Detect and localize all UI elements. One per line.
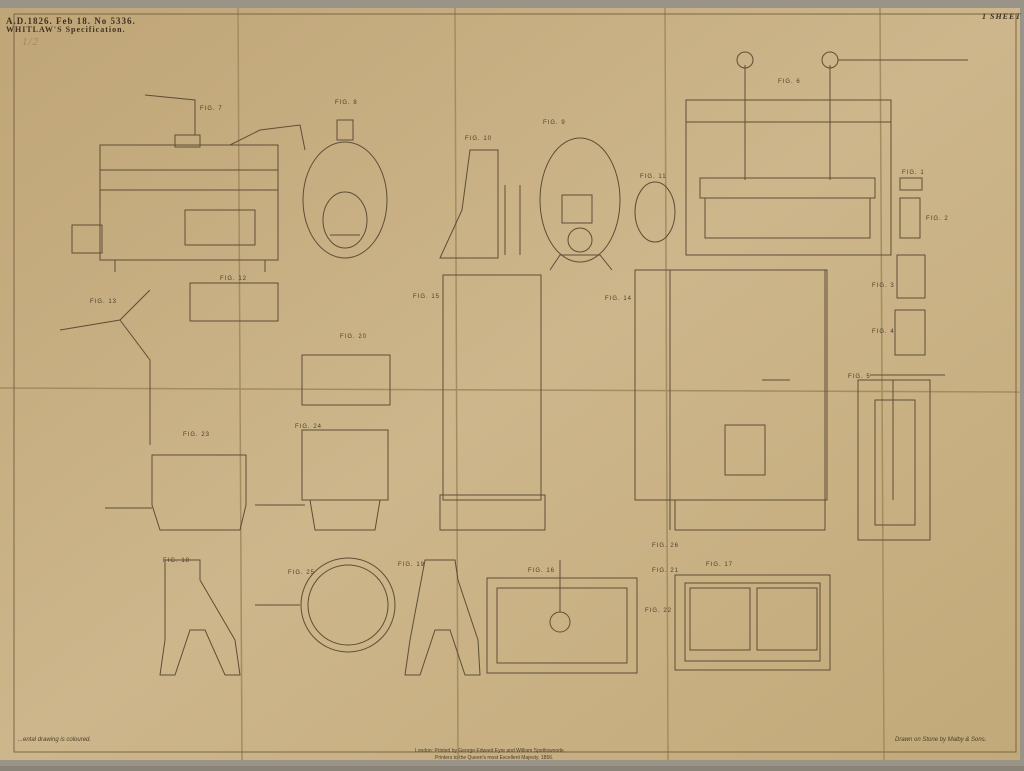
fig8-drawing xyxy=(302,119,388,259)
fig20-label: FIG. 20 xyxy=(340,334,367,340)
imprint-line-2: Printers to the Queen's most Excellent M… xyxy=(435,755,553,761)
fig13-label: FIG. 13 xyxy=(90,299,117,305)
fig16-label: FIG. 16 xyxy=(528,568,555,574)
fig10-label: FIG. 10 xyxy=(465,136,492,142)
paper xyxy=(0,8,1020,760)
fig8-label: FIG. 8 xyxy=(335,100,358,106)
fig6-drawing xyxy=(685,51,968,256)
sheet-label: 1 SHEET xyxy=(982,12,1022,21)
patent-number: A.D.1826. Feb 18. No 5336. xyxy=(6,16,136,26)
fig23-label: FIG. 23 xyxy=(183,432,210,438)
fig12-label: FIG. 12 xyxy=(220,276,247,282)
specification-title: WHITLAW'S Specification. xyxy=(6,25,126,34)
coloured-note: ...ental drawing is coloured. xyxy=(18,737,91,743)
fig23-drawing xyxy=(105,454,247,531)
fig22-label: FIG. 22 xyxy=(645,608,672,614)
fig19-label: FIG. 19 xyxy=(398,562,425,568)
border xyxy=(13,13,1017,753)
fig14-drawing xyxy=(634,269,828,531)
fig7-drawing xyxy=(71,94,306,272)
fig9-drawing xyxy=(539,137,676,271)
fig21-label: FIG. 21 xyxy=(652,568,679,574)
fig11-label: FIG. 11 xyxy=(640,174,667,180)
fig18-drawing xyxy=(159,559,241,676)
fig1-label: FIG. 1 xyxy=(902,170,925,176)
lithographer-credit: Drawn on Stone by Malby & Sons. xyxy=(895,737,986,743)
handwritten-note: 1/2 xyxy=(22,36,40,48)
fig25-label: FIG. 25 xyxy=(288,570,315,576)
fig19-drawing xyxy=(404,559,481,676)
fig7-label: FIG. 7 xyxy=(200,106,223,112)
fig14-label: FIG. 14 xyxy=(605,296,632,302)
fig20-drawing xyxy=(301,354,391,406)
fig13-drawing xyxy=(59,289,151,445)
fig6-label: FIG. 6 xyxy=(778,79,801,85)
imprint-line-1: London: Printed by George Edward Eyre an… xyxy=(415,748,565,754)
fig15-label: FIG. 15 xyxy=(413,294,440,300)
fig26-label: FIG. 26 xyxy=(652,543,679,549)
figure-labels: FIG. 7 FIG. 8 FIG. 10 FIG. 9 FIG. 11 FIG… xyxy=(90,79,949,614)
fig1-drawing xyxy=(899,177,923,191)
fig10-drawing xyxy=(439,149,521,259)
fig17-label: FIG. 17 xyxy=(706,562,733,568)
fig4-label: FIG. 4 xyxy=(872,329,895,335)
fig15-drawing xyxy=(439,274,546,531)
fig4-drawing xyxy=(894,309,926,356)
fig17-drawing xyxy=(674,574,831,671)
fig12-drawing xyxy=(189,282,279,322)
fig24-label: FIG. 24 xyxy=(295,424,322,430)
fig24-drawing xyxy=(255,429,389,531)
fig5-drawing xyxy=(857,374,945,541)
fig18-label: FIG. 18 xyxy=(163,558,190,564)
fig2-label: FIG. 2 xyxy=(926,216,949,222)
fig2-drawing xyxy=(899,197,921,239)
fig16-drawing xyxy=(486,560,638,674)
fig3-label: FIG. 3 xyxy=(872,283,895,289)
fold-lines xyxy=(0,7,1021,761)
fig25-drawing xyxy=(255,557,396,653)
fig5-label: FIG. 5 xyxy=(848,374,871,380)
fig3-drawing xyxy=(896,254,926,299)
fig9-label: FIG. 9 xyxy=(543,120,566,126)
